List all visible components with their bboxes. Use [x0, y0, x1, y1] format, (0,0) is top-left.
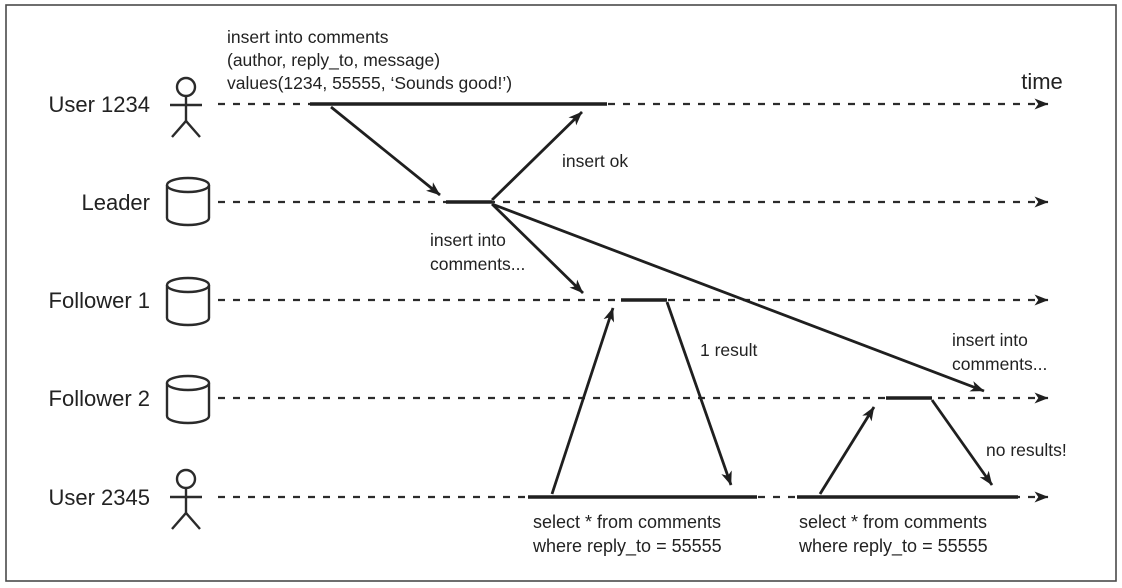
insert-statement-annotation: insert into comments (author, reply_to, …: [227, 27, 512, 93]
result-count-label: 1 result: [700, 340, 758, 360]
person-icon: [170, 468, 202, 530]
no-results-label: no results!: [986, 440, 1067, 460]
database-icon: [165, 176, 211, 227]
read-query-2-line-2: where reply_to = 55555: [798, 536, 988, 557]
replication-arrow-to-follower-1: [491, 202, 584, 295]
insert-statement-line-3: values(1234, 55555, ‘Sounds good!’): [227, 73, 512, 93]
replicate-follower-2-annotation: insert into comments...: [952, 330, 1047, 374]
read-query-1-line-2: where reply_to = 55555: [532, 536, 722, 557]
replication-arrow-to-follower-2: [491, 202, 985, 393]
replicate-f1-line-2: comments...: [430, 254, 525, 274]
lane-label-user-1234: User 1234: [48, 92, 150, 117]
read-query-1-line-1: select * from comments: [533, 512, 721, 532]
read-response-1-arrow: [665, 301, 733, 486]
insert-ok-arrow: [491, 110, 583, 202]
read-query-2-annotation: select * from comments where reply_to = …: [798, 512, 988, 557]
write-insert-arrow: [330, 105, 441, 197]
insert-ok-label: insert ok: [562, 151, 628, 171]
replicate-f2-line-2: comments...: [952, 354, 1047, 374]
time-axis-label: time: [1021, 69, 1063, 94]
insert-statement-line-2: (author, reply_to, message): [227, 50, 440, 71]
lane-label-follower-2: Follower 2: [49, 386, 150, 411]
read-query-2-line-1: select * from comments: [799, 512, 987, 532]
insert-statement-line-1: insert into comments: [227, 27, 389, 47]
database-icon: [165, 276, 211, 327]
diagram-border: [5, 4, 1117, 582]
read-response-2-arrow: [930, 399, 994, 486]
replicate-f2-line-1: insert into: [952, 330, 1028, 350]
database-icon: [165, 374, 211, 425]
read-query-1-arrow: [550, 307, 615, 495]
lane-label-leader: Leader: [81, 190, 150, 215]
lane-label-follower-1: Follower 1: [49, 288, 150, 313]
lane-label-user-2345: User 2345: [48, 485, 150, 510]
replicate-follower-1-annotation: insert into comments...: [430, 230, 525, 274]
read-query-1-annotation: select * from comments where reply_to = …: [532, 512, 722, 557]
replicate-f1-line-1: insert into: [430, 230, 506, 250]
read-query-2-arrow: [818, 406, 876, 495]
person-icon: [170, 76, 202, 138]
